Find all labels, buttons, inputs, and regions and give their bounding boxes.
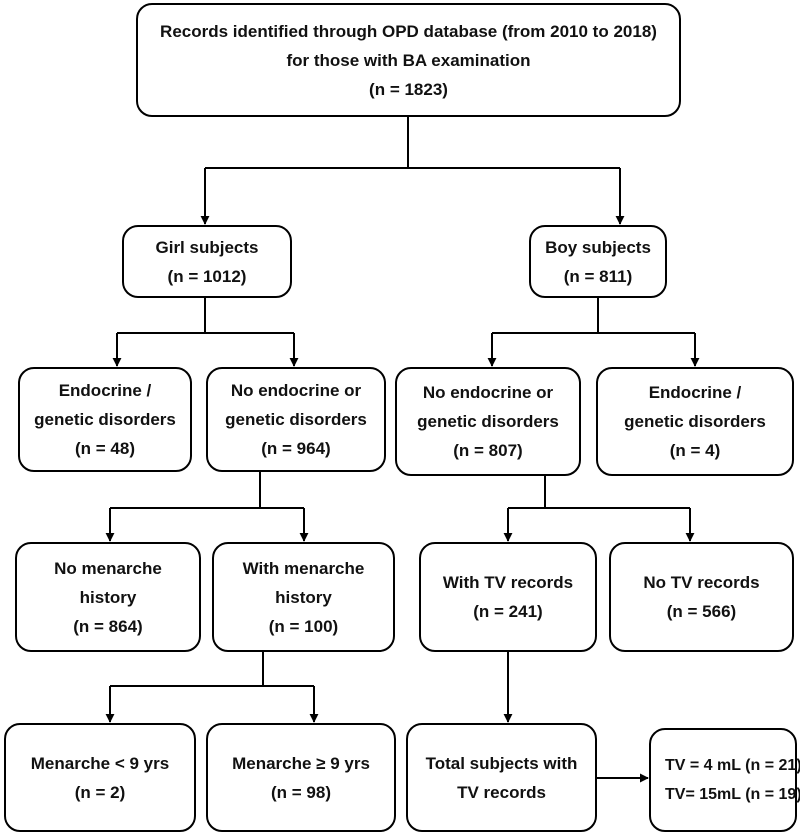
boy-subjects-count: (n = 811) [563,266,633,286]
total-tv-records-line1: Total subjects with [425,753,578,773]
boy-subjects-label: Boy subjects [545,237,651,257]
tv-15ml-count: TV= 15mL (n = 19) [665,786,800,803]
girl-endocrine-box: Endocrine / genetic disorders (n = 48) [18,367,192,472]
boy-endocrine-line2: genetic disorders [624,412,766,431]
girl-no-endocrine-line1: No endocrine or [230,381,362,400]
with-tv-records-count: (n = 241) [473,602,543,621]
with-menarche-box: With menarche history (n = 100) [212,542,395,652]
girl-no-endocrine-count: (n = 964) [261,439,331,458]
menarche-under-9-count: (n = 2) [74,782,126,802]
no-menarche-line2: history [79,587,137,607]
with-tv-records-box: With TV records (n = 241) [419,542,597,652]
girl-subjects-box: Girl subjects (n = 1012) [122,225,292,298]
boy-no-endocrine-count: (n = 807) [453,441,523,460]
records-identified-line1: Records identified through OPD database … [160,21,657,41]
boy-subjects-box: Boy subjects (n = 811) [529,225,667,298]
girl-endocrine-line1: Endocrine / [58,381,152,400]
with-menarche-count: (n = 100) [268,616,339,636]
records-identified-box: Records identified through OPD database … [136,3,681,117]
menarche-under-9-label: Menarche < 9 yrs [30,753,170,773]
girl-no-endocrine-line2: genetic disorders [225,410,367,429]
menarche-9-plus-box: Menarche ≥ 9 yrs (n = 98) [206,723,396,832]
tv-4ml-count: TV = 4 mL (n = 21) [665,757,800,774]
no-menarche-line1: No menarche [54,558,162,578]
with-menarche-line2: history [275,587,332,607]
girl-subjects-label: Girl subjects [155,237,259,257]
menarche-under-9-box: Menarche < 9 yrs (n = 2) [4,723,196,832]
total-tv-records-box: Total subjects with TV records [406,723,597,832]
no-tv-records-box: No TV records (n = 566) [609,542,794,652]
boy-no-endocrine-box: No endocrine or genetic disorders (n = 8… [395,367,581,476]
no-tv-records-label: No TV records [643,573,760,592]
no-menarche-count: (n = 864) [73,616,143,636]
records-identified-count: (n = 1823) [369,79,448,99]
girl-subjects-count: (n = 1012) [167,266,247,286]
with-menarche-line1: With menarche [242,558,365,578]
no-menarche-box: No menarche history (n = 864) [15,542,201,652]
girl-no-endocrine-box: No endocrine or genetic disorders (n = 9… [206,367,386,472]
no-tv-records-count: (n = 566) [666,602,737,621]
girl-endocrine-count: (n = 48) [75,439,135,458]
menarche-9-plus-label: Menarche ≥ 9 yrs [232,753,370,773]
boy-no-endocrine-line2: genetic disorders [417,412,559,431]
tv-volume-box: TV = 4 mL (n = 21) TV= 15mL (n = 19) [649,728,800,832]
boy-endocrine-count: (n = 4) [669,441,721,460]
boy-endocrine-box: Endocrine / genetic disorders (n = 4) [596,367,794,476]
girl-endocrine-line2: genetic disorders [34,410,176,429]
boy-no-endocrine-line1: No endocrine or [422,383,554,402]
with-tv-records-label: With TV records [442,573,574,592]
total-tv-records-line2: TV records [457,782,546,802]
records-identified-line2: for those with BA examination [286,50,531,70]
boy-endocrine-line1: Endocrine / [648,383,742,402]
menarche-9-plus-count: (n = 98) [271,782,331,802]
